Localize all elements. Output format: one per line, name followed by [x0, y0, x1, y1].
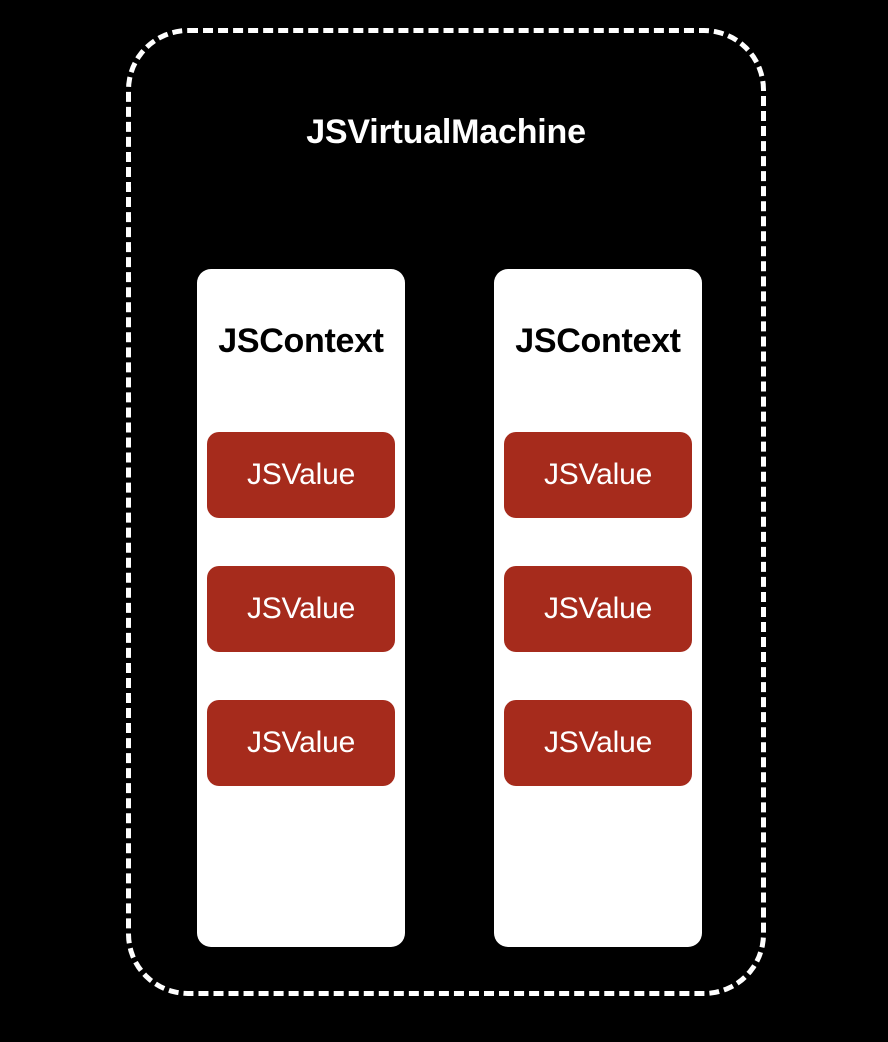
jscontext-title-0: JSContext	[218, 322, 384, 360]
jsvalue-chip-1-1: JSValue	[504, 566, 692, 652]
jsvalue-list-0: JSValue JSValue JSValue	[207, 432, 395, 786]
jsvirtualmachine-container: JSVirtualMachine JSContext JSValue JSVal…	[126, 28, 766, 996]
jsvalue-label: JSValue	[246, 726, 356, 759]
jsvalue-chip-0-0: JSValue	[207, 432, 395, 518]
jsvalue-label: JSValue	[246, 458, 356, 491]
jscontext-row: JSContext JSValue JSValue JSValue JSCont…	[131, 33, 761, 991]
jsvirtualmachine-title: JSVirtualMachine	[306, 113, 586, 151]
jsvalue-label: JSValue	[543, 592, 653, 625]
jsvalue-chip-0-2: JSValue	[207, 700, 395, 786]
jscontext-card-1: JSContext JSValue JSValue JSValue	[494, 269, 702, 947]
jsvalue-label: JSValue	[543, 458, 653, 491]
jsvalue-label: JSValue	[543, 726, 653, 759]
jscontext-title-1: JSContext	[515, 322, 681, 360]
jsvalue-chip-1-2: JSValue	[504, 700, 692, 786]
jsvalue-label: JSValue	[246, 592, 356, 625]
jsvalue-chip-1-0: JSValue	[504, 432, 692, 518]
jsvalue-chip-0-1: JSValue	[207, 566, 395, 652]
jsvalue-list-1: JSValue JSValue JSValue	[504, 432, 692, 786]
jscontext-card-0: JSContext JSValue JSValue JSValue	[197, 269, 405, 947]
